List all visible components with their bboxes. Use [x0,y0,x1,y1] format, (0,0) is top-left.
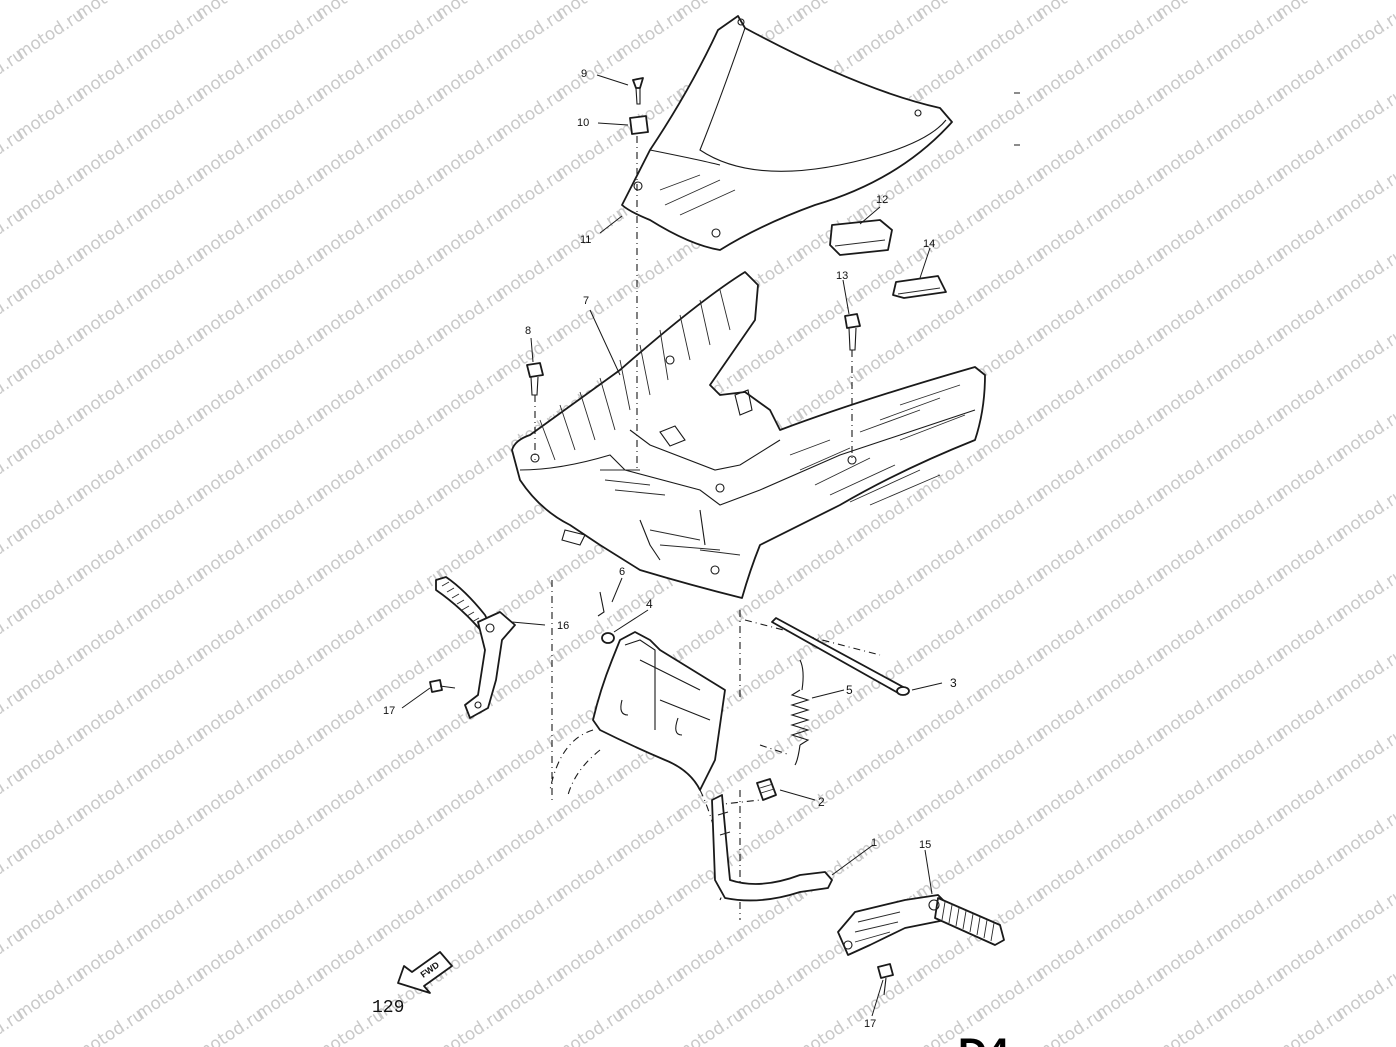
clip-part [756,778,777,801]
watermark-text: motod.ru [1152,1005,1228,1047]
callout-12: 12 [876,194,888,206]
watermark-text: motod.ru [432,1005,508,1047]
fastener-parts [429,77,947,996]
watermark-text: motod.ru [792,1005,868,1047]
callout-4: 4 [646,597,653,611]
right-footrest-part [837,894,1005,956]
callout-3: 3 [950,676,957,690]
floor-board-part [511,271,986,599]
callout-16: 16 [557,620,569,632]
corner-text: D4 [958,1031,1010,1047]
callout-17-left: 17 [383,705,395,717]
callout-14: 14 [923,238,935,250]
watermark-text: motod.ru [1392,1005,1396,1047]
page-number: 129 [372,998,404,1018]
callout-5: 5 [846,683,853,697]
callout-2: 2 [818,795,825,809]
callout-8: 8 [525,325,531,337]
watermark-text: motod.ru [0,0,28,24]
watermark-text: motod.ru [1032,1005,1108,1047]
callout-11: 11 [580,234,591,246]
watermark-text: motod.ru [72,1005,148,1047]
callout-9: 9 [581,68,587,80]
leader-lines [401,74,943,1017]
callout-17-bottom: 17 [864,1018,876,1030]
spring-part [790,659,810,766]
callout-6: 6 [619,566,625,578]
front-cover-part [621,15,953,251]
callout-13: 13 [836,270,848,282]
watermark-text: motod.ru [672,1005,748,1047]
callout-1: 1 [871,837,877,849]
stand-rod-part [711,794,833,902]
pivot-pin-part [771,617,910,696]
assembly-lines [534,136,853,800]
callout-labels: 1 2 3 4 5 6 7 8 9 10 11 12 13 14 15 16 1… [383,68,957,1030]
edge-ticks [1014,92,1020,146]
left-footrest-part [435,576,516,719]
washer-and-cotter [597,591,615,644]
frame-outline [549,610,881,920]
watermark-text: motod.ru [1272,1005,1348,1047]
watermark-text: motod.ru [552,1005,628,1047]
forward-direction-arrow: FWD [397,951,453,994]
watermark-text: motod.ru [192,1005,268,1047]
callout-15: 15 [919,839,931,851]
callout-10: 10 [577,117,589,129]
watermark-text: motod.ru [1392,0,1396,24]
callout-7: 7 [583,295,589,307]
